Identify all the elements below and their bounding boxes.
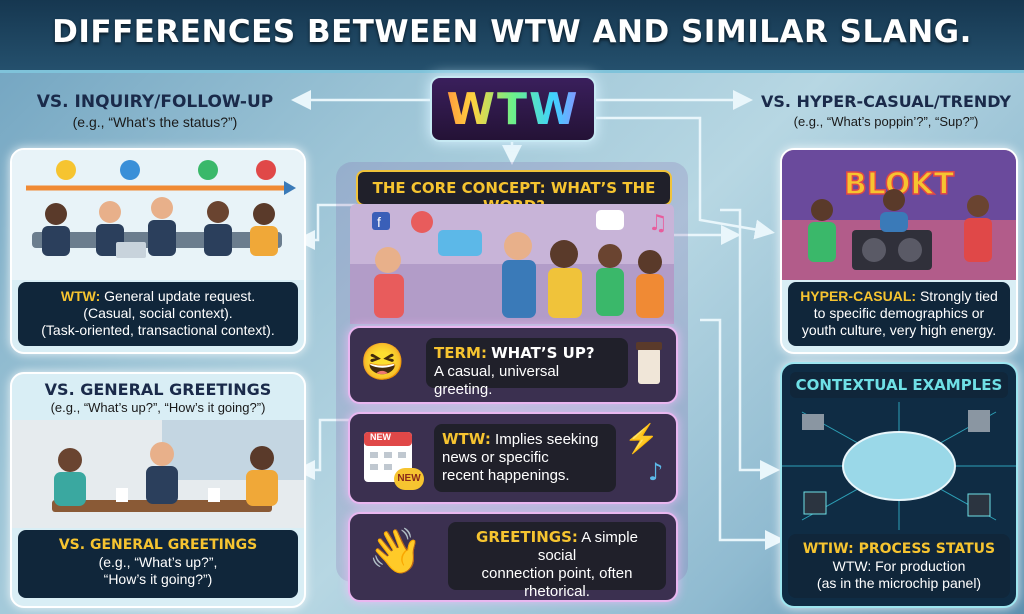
status-pins (56, 160, 276, 180)
contextual-heading-box (790, 372, 1008, 398)
svg-text:f: f (377, 214, 381, 230)
greet-key: GREETINGS: (476, 528, 578, 546)
microphone-icon: ♪ (648, 458, 664, 486)
cafe-scene (12, 420, 304, 528)
greetings-caption-heading: VS. GENERAL GREETINGS (58, 537, 258, 553)
microchip-icon (802, 410, 991, 517)
greetings-caption-line-2: “How’s it going?”) (103, 571, 213, 587)
coffee-cup-icon (636, 342, 662, 384)
microchip-scene (782, 402, 1016, 530)
trendy-caption-line-1: Strongly tied (919, 288, 998, 304)
core-title-box: THE CORE CONCEPT: WHAT’S THE WORD? (356, 170, 672, 215)
contextual-caption-line-1: WTW: For production (832, 558, 966, 574)
waving-hand-icon: 👋 (368, 527, 423, 576)
page-title: DIFFERENCES BETWEEN WTW AND SIMILAR SLAN… (52, 14, 972, 50)
greet-line-2: connection point, often (481, 565, 633, 582)
contextual-caption: WTIW: PROCESS STATUS WTW: For production… (788, 534, 1010, 598)
greetings-card: VS. GENERAL GREETINGS (e.g., “What’s up?… (10, 372, 306, 608)
greet-line-3: rhetorical. (524, 583, 590, 600)
heart-bubble-icon (411, 211, 433, 233)
new-sticker: NEW (394, 468, 424, 490)
wtw-line-2: news or specific (442, 449, 549, 466)
trendy-caption-line-2: to specific demographics or (813, 305, 985, 321)
wtw-logo: WTW (430, 76, 596, 142)
calendar-badge: NEW (370, 432, 391, 442)
greetings-text: GREETINGS: A simple social connection po… (448, 522, 666, 600)
term-value: WHAT’S UP? (491, 344, 595, 362)
inquiry-caption: WTW: General update request. (Casual, so… (18, 282, 298, 346)
inquiry-card: WTW: General update request. (Casual, so… (10, 148, 306, 354)
graffiti-text: BLOKT (844, 167, 955, 202)
contextual-card: CONTEXTUAL EXAMPLES WTIW: PROCESS STATUS… (780, 362, 1018, 608)
trendy-heading: VS. HYPER-CASUAL/TRENDY (761, 92, 1011, 111)
term-desc: A casual, universal greeting. (434, 363, 560, 398)
contextual-heading: CONTEXTUAL EXAMPLES (795, 376, 1003, 394)
lightning-icon: ⚡ (624, 423, 659, 454)
wtw-text: WTW: Implies seeking news or specific re… (434, 424, 616, 492)
trendy-caption: HYPER-CASUAL: Strongly tied to specific … (788, 282, 1010, 346)
wtw-pill: NEW NEW WTW: Implies seeking news or spe… (348, 412, 678, 504)
trendy-caption-key: HYPER-CASUAL: (800, 288, 917, 304)
greet-line-1: A simple social (537, 529, 638, 564)
term-text: TERM: WHAT’S UP? A casual, universal gre… (426, 338, 628, 398)
trendy-example: (e.g., “What’s poppin’?”, “Sup?”) (793, 114, 979, 129)
wtw-line-1: Implies seeking (495, 431, 599, 448)
inquiry-caption-line-2: (Casual, social context). (83, 305, 233, 321)
greetings-example: (e.g., “What’s up?”, “How’s it going?”) (50, 400, 266, 415)
contextual-caption-line-2: (as in the microchip panel) (816, 575, 982, 591)
term-pill: 😆 TERM: WHAT’S UP? A casual, universal g… (348, 326, 678, 404)
title-banner: DIFFERENCES BETWEEN WTW AND SIMILAR SLAN… (0, 0, 1024, 73)
inquiry-heading: VS. INQUIRY/FOLLOW-UP (36, 92, 274, 112)
wafer-icon (842, 431, 956, 501)
chat-bubble-icon (438, 230, 482, 256)
inquiry-caption-line-3: (Task-oriented, transactional context). (41, 322, 275, 338)
music-note-icon: ♫ (648, 211, 668, 236)
wtw-line-3: recent happenings. (442, 467, 570, 484)
greetings-caption-line-1: (e.g., “What’s up?”, (98, 554, 218, 570)
contextual-caption-key: WTIW: PROCESS STATUS (802, 541, 996, 557)
greetings-pill: 👋 GREETINGS: A simple social connection … (348, 512, 678, 602)
trendy-card: BLOKT HYPER-CASUAL: Strongly tied to spe… (780, 148, 1018, 354)
svg-text:♫: ♫ (648, 211, 668, 236)
greetings-caption: VS. GENERAL GREETINGS (e.g., “What’s up?… (18, 530, 298, 598)
friends-scene: f ♫ (350, 204, 674, 324)
wtw-logo-text: WTW (432, 84, 594, 135)
greetings-heading: VS. GENERAL GREETINGS (44, 380, 272, 399)
inquiry-caption-line-1: General update request. (104, 288, 256, 304)
street-scene: BLOKT (782, 150, 1016, 280)
meeting-scene (12, 150, 304, 280)
trendy-caption-line-3: youth culture, very high energy. (801, 322, 997, 338)
facebook-icon: f (372, 212, 390, 230)
laughing-emoji-icon: 😆 (360, 341, 405, 382)
term-key: TERM: (434, 344, 487, 362)
inquiry-caption-key: WTW: (60, 288, 101, 304)
inquiry-example: (e.g., “What’s the status?”) (72, 114, 238, 130)
wtw-key: WTW: (442, 430, 491, 448)
